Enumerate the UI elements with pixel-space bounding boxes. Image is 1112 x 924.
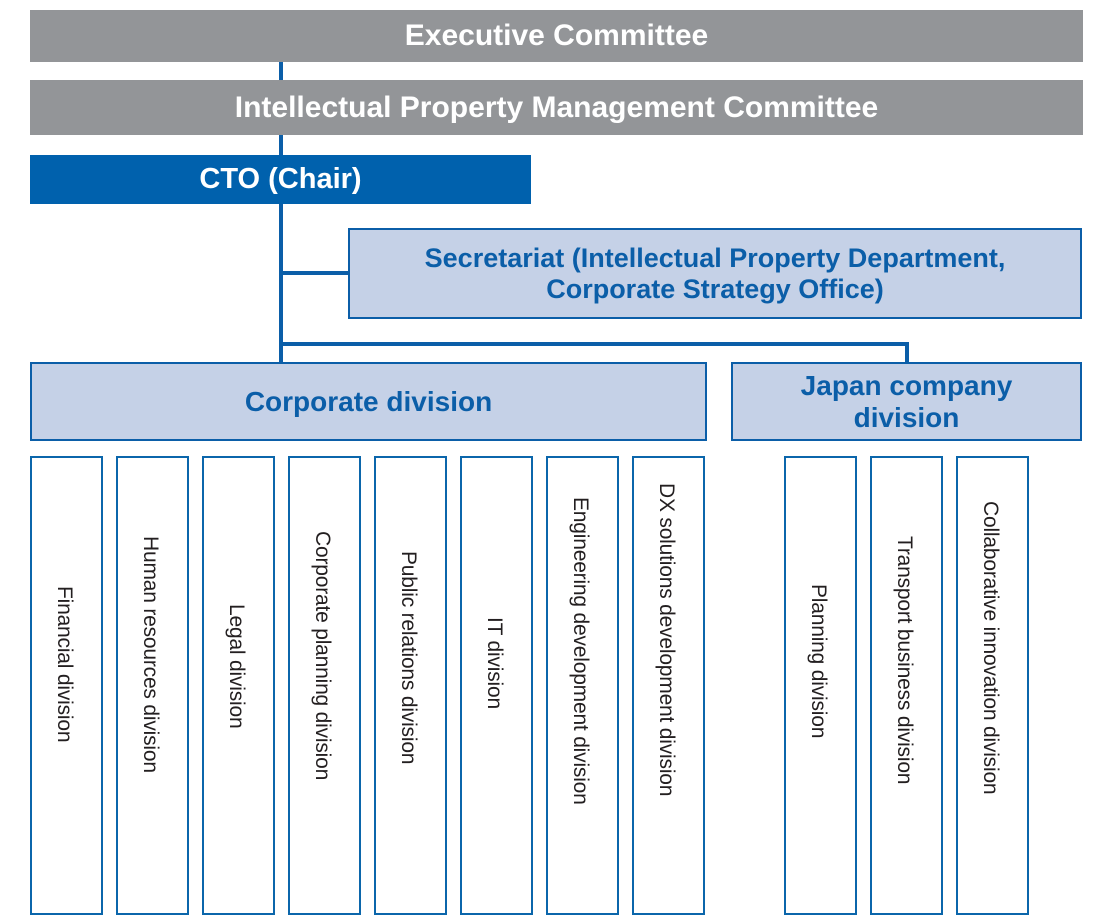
- node-secretariat-label-line1: Secretariat (Intellectual Property Depar…: [424, 243, 1006, 274]
- node-secretariat-label-line2: Corporate Strategy Office): [546, 273, 884, 304]
- connector-bus-to-japan-division: [905, 342, 909, 364]
- unit-label-corporate-0: Financial division: [53, 586, 76, 743]
- node-executive-committee: Executive Committee: [30, 10, 1083, 62]
- node-corporate-division-label: Corporate division: [244, 385, 493, 417]
- unit-box-corporate-0: [30, 456, 103, 915]
- connector-division-bus: [279, 342, 909, 346]
- unit-label-corporate-1: Human resources division: [139, 536, 162, 773]
- unit-label-japan-0: Planning division: [807, 584, 830, 739]
- unit-box-japan-0: [784, 456, 857, 915]
- unit-label-corporate-4: Public relations division: [397, 551, 420, 765]
- unit-label-corporate-7: DX solutions development division: [655, 483, 678, 797]
- unit-label-corporate-5: IT division: [483, 617, 506, 709]
- unit-box-corporate-1: [116, 456, 189, 915]
- node-ip-management-committee: Intellectual Property Management Committ…: [30, 80, 1083, 135]
- unit-label-japan-1: Transport business division: [893, 536, 916, 785]
- unit-box-corporate-2: [202, 456, 275, 915]
- connector-exec-to-ipmc: [279, 62, 283, 80]
- unit-box-corporate-6: [546, 456, 619, 915]
- connector-cto-trunk: [279, 204, 283, 364]
- unit-label-corporate-2: Legal division: [225, 604, 248, 729]
- unit-box-japan-2: [956, 456, 1029, 915]
- unit-box-corporate-4: [374, 456, 447, 915]
- node-japan-company-division: Japan company division: [731, 362, 1082, 441]
- node-cto-chair: CTO (Chair): [30, 155, 531, 204]
- unit-box-corporate-3: [288, 456, 361, 915]
- node-japan-company-division-label-line1: Japan company: [800, 370, 1013, 402]
- node-japan-company-division-label-line2: division: [853, 401, 960, 433]
- connector-ipmc-to-cto: [279, 135, 283, 155]
- unit-box-corporate-7: [632, 456, 705, 915]
- unit-box-corporate-5: [460, 456, 533, 915]
- connector-cto-to-secretariat: [279, 271, 350, 275]
- unit-label-japan-2: Collaborative innovation division: [979, 501, 1002, 795]
- unit-box-japan-1: [870, 456, 943, 915]
- node-secretariat: Secretariat (Intellectual Property Depar…: [348, 228, 1082, 319]
- node-executive-committee-label: Executive Committee: [404, 19, 709, 53]
- unit-label-corporate-3: Corporate planning division: [311, 531, 334, 781]
- node-ip-management-committee-label: Intellectual Property Management Committ…: [234, 90, 879, 124]
- node-cto-chair-label: CTO (Chair): [199, 163, 362, 196]
- unit-label-corporate-6: Engineering development division: [569, 497, 592, 805]
- node-corporate-division: Corporate division: [30, 362, 707, 441]
